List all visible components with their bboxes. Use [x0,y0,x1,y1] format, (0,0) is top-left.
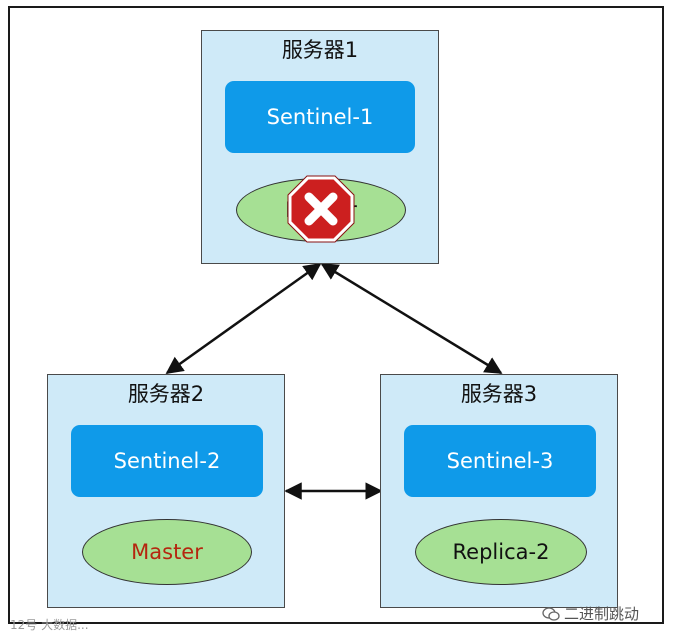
sentinel-1: Sentinel-1 [225,81,415,153]
sentinel-3: Sentinel-3 [404,425,596,497]
server-3-replica-node: Replica-2 [415,519,587,585]
server-2-master-node: Master [82,519,252,585]
arrow-server1-server2 [165,262,322,375]
server-3-title: 服务器3 [460,382,538,406]
server-1-title: 服务器1 [281,38,359,62]
server-2-box: 服务器2 Sentinel-2 Master [47,374,285,608]
watermark-right: 二进制跳动 [542,603,639,624]
sentinel-2: Sentinel-2 [71,425,263,497]
stop-sign-x-icon [287,175,355,243]
watermark-right-text: 二进制跳动 [564,605,640,623]
wechat-icon [542,606,560,621]
watermark-left: 12号 大数据... [10,618,89,632]
server-2-title: 服务器2 [127,382,205,406]
server-3-box: 服务器3 Sentinel-3 Replica-2 [380,374,618,608]
arrow-server1-server3 [320,262,503,375]
